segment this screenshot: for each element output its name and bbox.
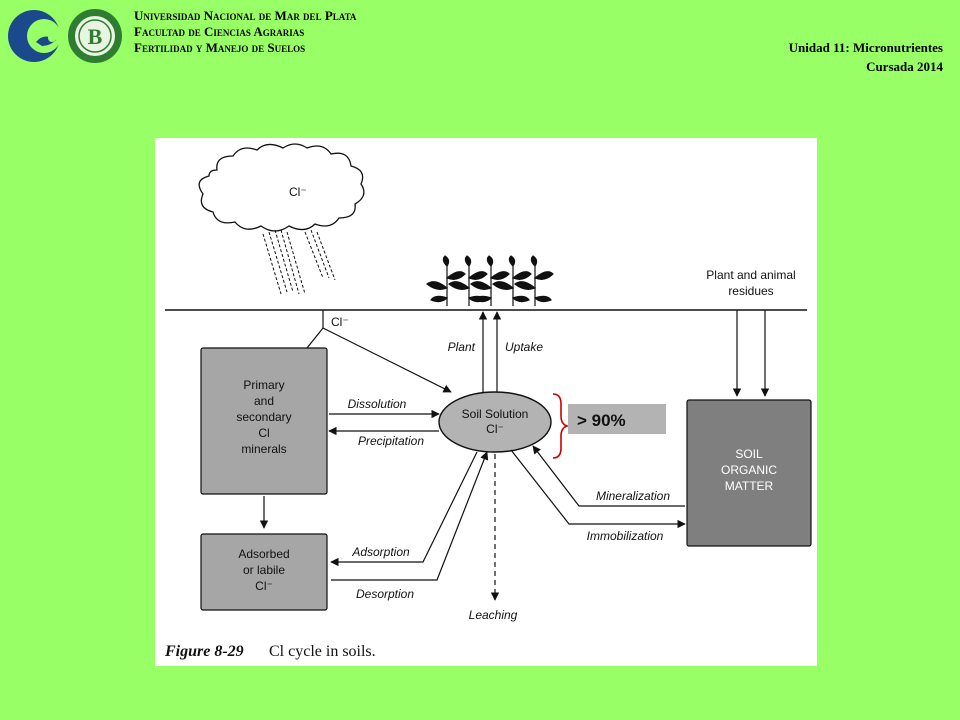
minerals-line-4: Cl (258, 426, 269, 440)
percent-label: > 90% (577, 411, 626, 430)
cloud-cl-label: Cl⁻ (289, 185, 307, 199)
uptake-label: Uptake (505, 340, 543, 354)
immobilization-label: Immobilization (587, 529, 664, 543)
figure-number: Figure 8-29 (164, 643, 244, 660)
soil-solution-label-2: Cl⁻ (486, 422, 504, 436)
residues-label-1: Plant and animal (706, 268, 795, 282)
minerals-line-1: Primary (243, 378, 284, 392)
surface-cl-label: Cl⁻ (331, 315, 349, 329)
plant-label: Plant (448, 340, 476, 354)
adsorbed-line-1: Adsorbed (238, 547, 289, 561)
adsorbed-box (200, 533, 328, 611)
cl-cycle-diagram: Cl⁻ (164, 143, 812, 660)
minerals-line-3: secondary (236, 410, 291, 424)
dissolution-label: Dissolution (348, 397, 407, 411)
residues-label-2: residues (728, 284, 773, 298)
som-line-3: MATTER (725, 479, 774, 493)
minerals-line-5: minerals (241, 442, 286, 456)
minerals-box (200, 347, 328, 495)
desorption-label: Desorption (356, 587, 414, 601)
unit-title: Unidad 11: Micronutrientes (788, 40, 943, 55)
surface-to-solution-arrow (322, 327, 452, 393)
cl-cycle-figure: Cl⁻ (155, 138, 817, 666)
rain-icon (262, 229, 336, 295)
som-line-1: SOIL (735, 447, 763, 461)
course-area: Fertilidad y Manejo de Suelos (134, 40, 306, 55)
course-year: Cursada 2014 (866, 59, 943, 74)
adsorption-arrow (330, 451, 478, 567)
immobilization-arrow (510, 449, 686, 529)
adsorption-label: Adsorption (351, 545, 410, 559)
percent-box (568, 404, 666, 434)
faculty-name: Facultad de Ciencias Agrarias (134, 24, 305, 39)
unit-info: Unidad 11: Micronutrientes Cursada 2014 (789, 38, 943, 76)
brace-icon (552, 393, 570, 459)
precipitation-label: Precipitation (358, 434, 424, 448)
leaching-label: Leaching (469, 608, 518, 622)
svg-text:B: B (88, 24, 103, 49)
university-logo-icon (8, 10, 61, 62)
faculty-seal-icon: B (68, 9, 122, 63)
institution-header: Universidad Nacional de Mar del Plata Fa… (134, 8, 356, 56)
figure-caption: Cl cycle in soils. (269, 643, 376, 660)
soil-solution-label-1: Soil Solution (462, 407, 529, 421)
surface-arrow-tail (306, 327, 324, 349)
soil-organic-matter-box (686, 399, 812, 547)
university-name: Universidad Nacional de Mar del Plata (134, 8, 357, 23)
plants-icon (426, 255, 554, 306)
mineralization-label: Mineralization (596, 489, 670, 503)
adsorbed-line-2: or labile (243, 563, 285, 577)
minerals-line-2: and (254, 394, 274, 408)
mineralization-arrow (532, 445, 685, 507)
som-line-2: ORGANIC (721, 463, 777, 477)
desorption-arrow (331, 451, 489, 581)
adsorbed-line-3: Cl⁻ (255, 579, 273, 593)
soil-solution-ellipse (438, 391, 552, 453)
cloud-icon (198, 143, 365, 232)
